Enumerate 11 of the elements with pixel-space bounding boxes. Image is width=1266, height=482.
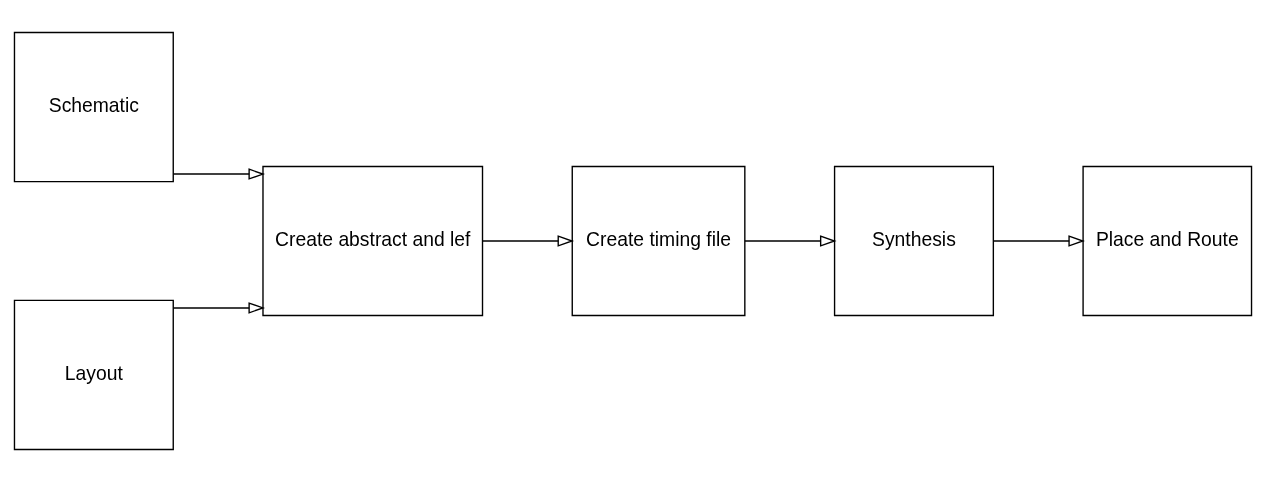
node-box: Create timing file <box>571 165 746 317</box>
arrow <box>172 302 265 314</box>
node-box: Create abstract and lef <box>262 165 484 317</box>
node-box: Synthesis <box>833 165 995 317</box>
node-box: Schematic <box>13 31 174 183</box>
arrow <box>992 235 1085 247</box>
node-box: Layout <box>13 299 174 451</box>
arrow <box>744 235 837 247</box>
node-box: Place and Route <box>1082 165 1253 317</box>
arrow <box>482 235 575 247</box>
arrow <box>172 168 265 180</box>
